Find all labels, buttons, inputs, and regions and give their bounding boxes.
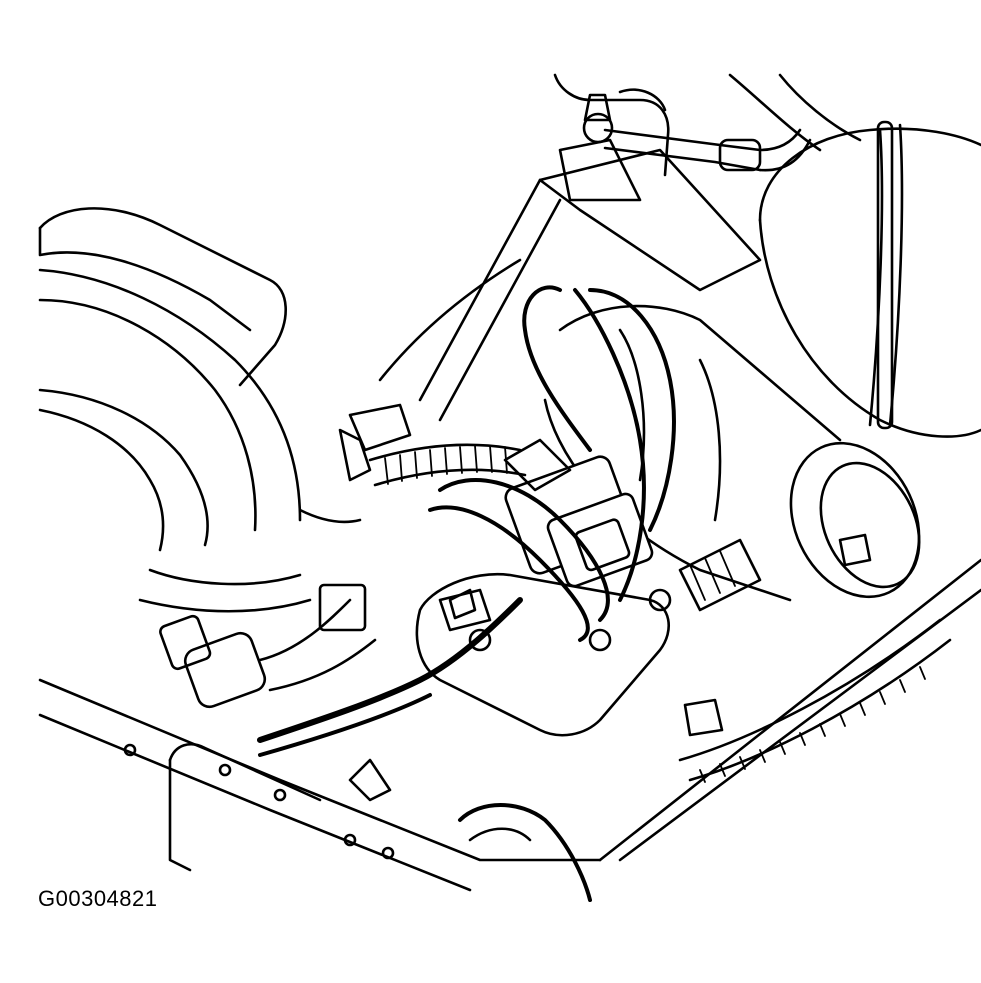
mounting-bracket: [415, 572, 672, 737]
left-connector: [159, 403, 412, 709]
lower-frame: [38, 558, 981, 892]
connector-assembly: [503, 438, 654, 588]
cable-ties: [448, 533, 872, 737]
wire-harness: [257, 285, 676, 757]
brake-booster: [758, 120, 981, 438]
upper-hose: [582, 93, 812, 172]
intake-duct: [38, 207, 312, 613]
upper-body-panels: [378, 73, 862, 422]
corrugated-loom: [368, 443, 762, 612]
lower-hose: [458, 803, 592, 902]
figure-code: G00304821: [38, 886, 158, 911]
